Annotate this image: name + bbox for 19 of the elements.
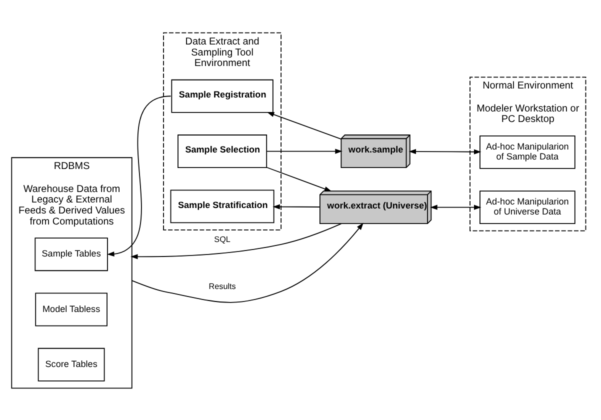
arrow: [130, 222, 342, 259]
arrow: [266, 166, 332, 191]
node-box: Score Tables: [38, 347, 105, 381]
edge-label: Results: [208, 281, 236, 290]
node-box: Sample Selection: [178, 134, 268, 168]
edge-label: SQL: [214, 234, 230, 244]
arrow: [131, 222, 364, 302]
node-box: Sample Registration: [171, 78, 274, 112]
node-box: Ad-hoc Manipularion of Universe Data: [480, 190, 576, 224]
node-box: Ad-hoc Manipularion of Sample Data: [480, 134, 576, 168]
arrow: [408, 148, 482, 154]
arrow: [266, 148, 342, 154]
arrow: [272, 204, 320, 209]
arrow: [430, 204, 482, 210]
node-box: Model Tabless: [35, 292, 108, 326]
arrow: [266, 112, 342, 140]
arrow: [107, 95, 172, 256]
node-box: Sample Tables: [34, 237, 108, 271]
node-box: Sample Stratification: [170, 189, 274, 223]
